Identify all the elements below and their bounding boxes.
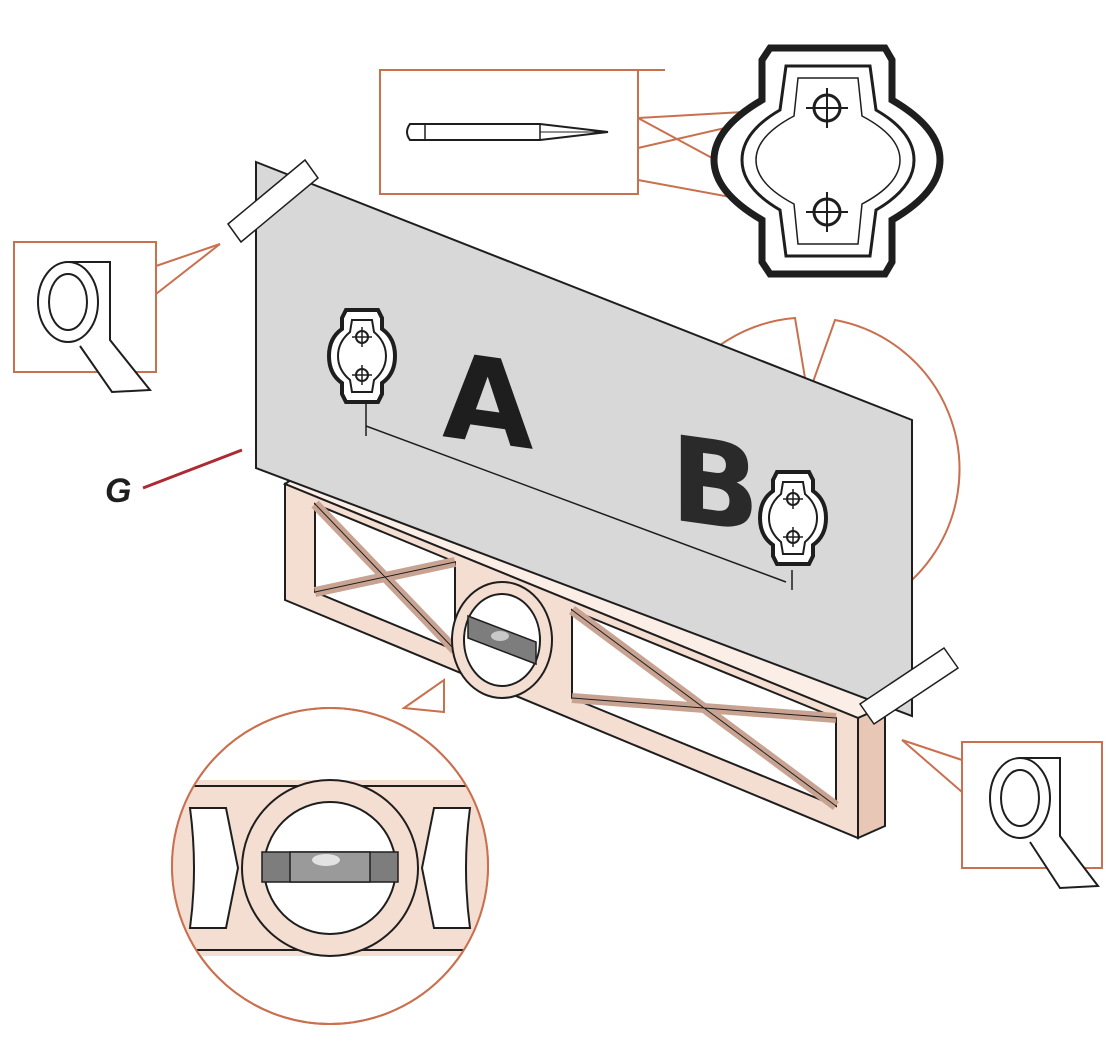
tape-strip-bottom xyxy=(858,646,960,726)
template-callout-label: G xyxy=(105,472,131,510)
tape-callout-left xyxy=(13,241,221,394)
bracket-b-label: B xyxy=(670,410,760,560)
pencil-icon xyxy=(406,123,609,141)
bubble-detail-magnifier xyxy=(171,678,489,1025)
tape-roll-icon xyxy=(37,261,152,394)
tape-strip-top xyxy=(226,158,320,244)
tape-callout-right xyxy=(901,739,1103,890)
template-callout-line xyxy=(142,448,243,490)
tape-roll-icon xyxy=(989,757,1100,890)
bubble-vial-icon xyxy=(261,851,399,883)
bracket-a-label: A xyxy=(442,327,534,477)
bracket-icon xyxy=(710,44,944,278)
mounting-template: A B xyxy=(255,160,913,718)
bracket-distance-line xyxy=(365,402,793,590)
template-callout: G xyxy=(105,448,243,510)
